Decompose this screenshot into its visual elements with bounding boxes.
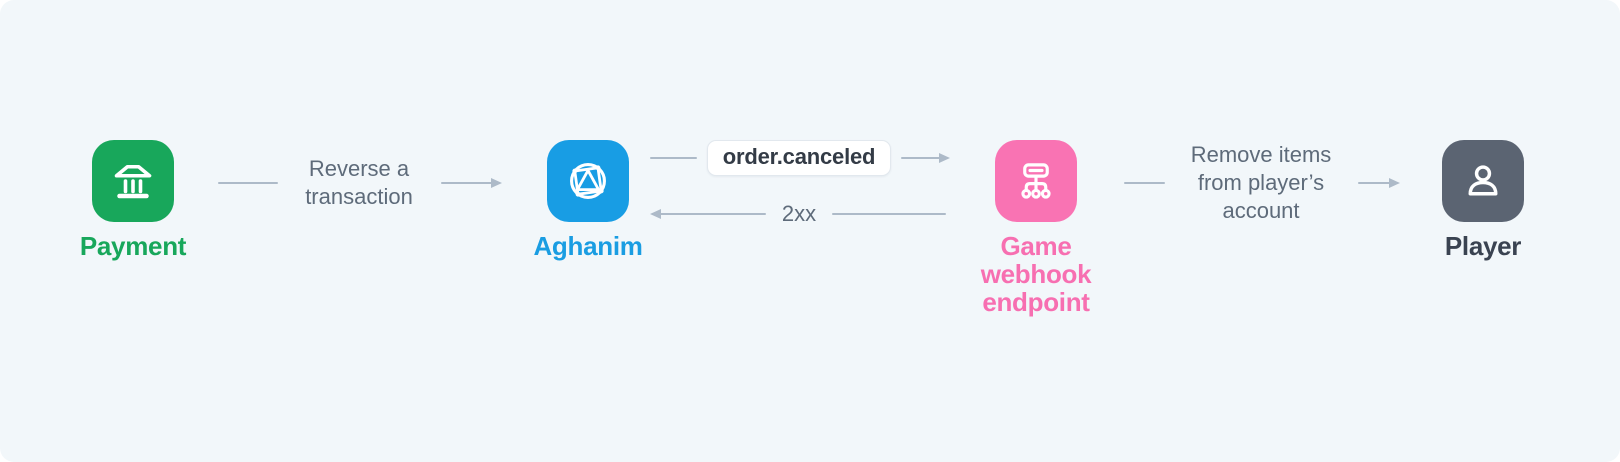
node-player: Player	[1383, 140, 1583, 260]
arrow-left-icon	[652, 213, 766, 215]
connector-label: 2xx	[781, 201, 817, 226]
arrow-right-icon	[440, 182, 500, 184]
connector-reverse-transaction: Reverse a transaction	[218, 155, 500, 211]
event-badge: order.canceled	[706, 140, 892, 176]
node-label-game-webhook-endpoint: Game webhook endpoint	[980, 231, 1092, 317]
connector-remove-items: Remove items from player’s account	[1124, 141, 1398, 225]
connector-line	[1124, 182, 1165, 184]
connector-line	[832, 213, 946, 215]
connector-label: Remove items from player’s account	[1190, 142, 1332, 223]
person-icon	[1442, 140, 1524, 222]
arrow-right-icon	[901, 157, 948, 159]
aghanim-logo-icon	[547, 140, 629, 222]
node-aghanim: Aghanim	[488, 140, 688, 260]
connector-label: Reverse a transaction	[305, 156, 413, 209]
node-game-webhook-endpoint: Game webhook endpoint	[936, 140, 1136, 316]
connector-order-canceled: order.canceled	[650, 140, 948, 176]
node-label-player: Player	[1444, 231, 1522, 261]
node-payment: Payment	[33, 140, 233, 260]
node-label-payment: Payment	[79, 231, 187, 261]
connector-2xx-response: 2xx	[652, 200, 946, 228]
node-label-aghanim: Aghanim	[533, 231, 643, 261]
bank-icon	[92, 140, 174, 222]
sitemap-icon	[995, 140, 1077, 222]
arrow-right-icon	[1357, 182, 1398, 184]
connector-line	[218, 182, 278, 184]
connector-line	[650, 157, 697, 159]
